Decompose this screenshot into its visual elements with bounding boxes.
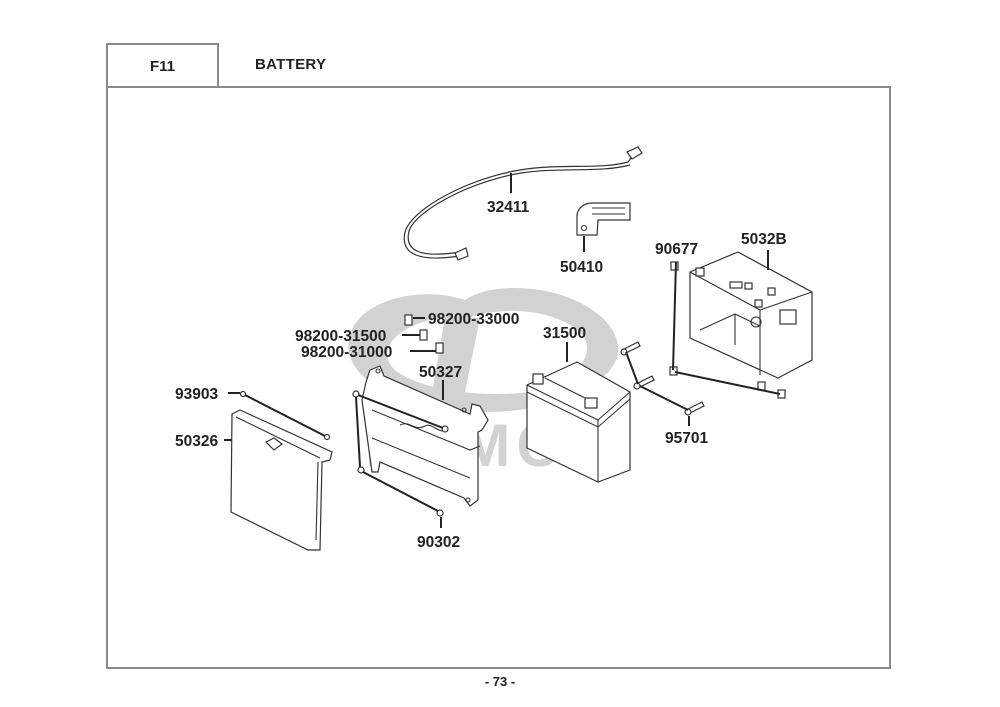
section-code: F11 [106,43,219,88]
label-98200-31500: 98200-31500 [295,328,386,345]
diagram-frame [106,86,891,669]
section-code-text: F11 [149,58,176,75]
part-98200-31500-fuse[interactable] [402,329,428,341]
part-90677-clip-nuts[interactable] [669,261,786,399]
part-50410-terminal-bracket[interactable] [576,202,631,236]
page-number: - 73 - [484,674,516,689]
label-32411: 32411 [487,199,530,216]
part-98200-31000-fuse[interactable] [410,342,444,354]
label-95701: 95701 [665,430,708,447]
part-50327-battery-bracket[interactable] [361,365,489,507]
label-50327: 50327 [419,364,462,381]
part-5032B-battery-box[interactable] [689,251,813,379]
part-90302-nuts[interactable] [352,390,449,517]
label-90677: 90677 [655,241,698,258]
label-50410: 50410 [560,259,603,276]
part-98200-33000-fuse[interactable] [404,314,425,326]
label-93903: 93903 [175,386,218,403]
label-98200-33000: 98200-33000 [428,311,519,328]
label-90302: 90302 [417,534,460,551]
page-title: BATTERY [255,56,327,73]
part-93903-screws[interactable] [239,390,331,441]
part-32411-cable[interactable] [403,146,643,261]
part-50326-battery-cover[interactable] [230,409,333,551]
part-95701-bolts[interactable] [620,341,705,416]
part-31500-battery[interactable] [526,361,631,483]
label-31500: 31500 [543,325,586,342]
label-50326: 50326 [175,433,218,450]
label-5032B: 5032B [741,231,787,248]
watermark-k-glyph [432,318,480,392]
watermark-ring-icon [348,288,619,413]
label-98200-31000: 98200-31000 [301,344,392,361]
